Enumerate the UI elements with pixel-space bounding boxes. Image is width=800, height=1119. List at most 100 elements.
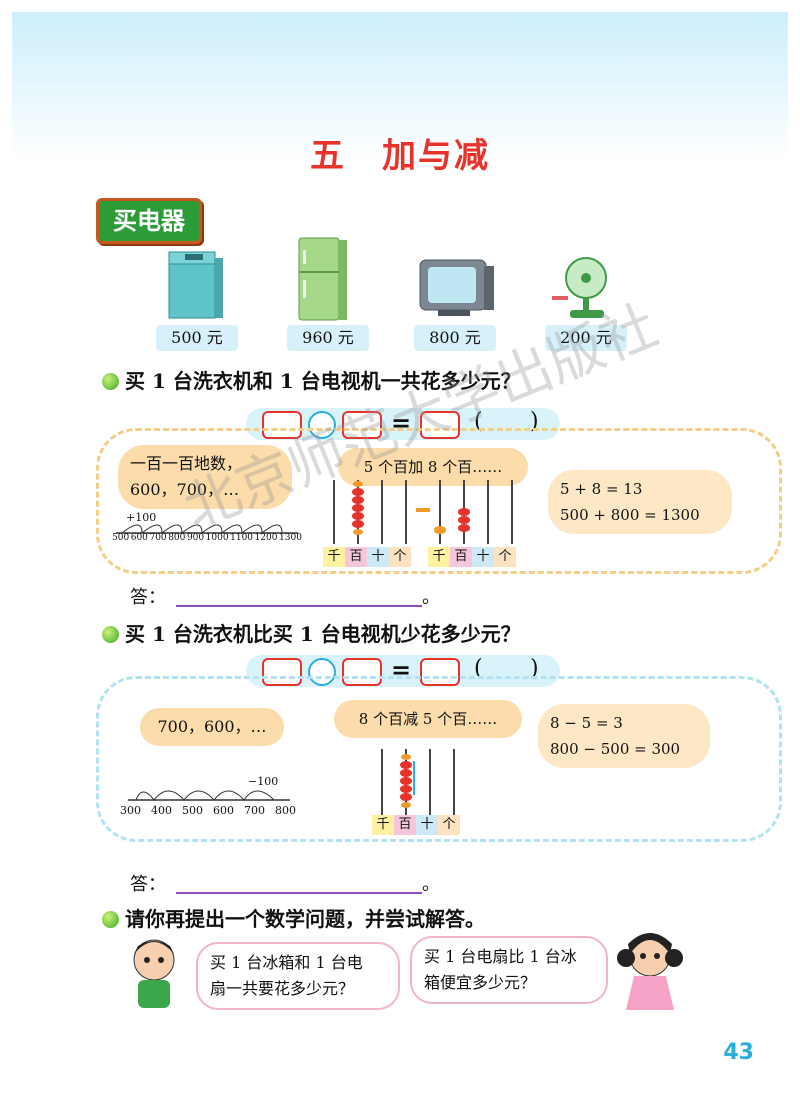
step-label: +100	[126, 511, 157, 524]
unit-paren-close: )	[530, 409, 539, 434]
bubble-line: 扇一共要花多少元？	[210, 979, 355, 998]
place-label: 个	[389, 547, 411, 567]
place-label: 十	[416, 815, 438, 835]
equation-blank-1[interactable]	[262, 658, 302, 686]
bubble-line: 箱便宜多少元？	[424, 973, 537, 992]
tick-label: 500	[182, 804, 203, 817]
place-label: 百	[450, 547, 472, 567]
place-label: 千	[323, 547, 345, 567]
calc-line: 800 − 500 = 300	[550, 740, 681, 758]
price-washing-machine: 500 元	[156, 325, 238, 351]
tick-label: 800	[275, 804, 296, 817]
place-label: 百	[345, 547, 367, 567]
price-television: 800 元	[414, 325, 496, 351]
thought-cloud-count-by-100: 一百一百地数， 600，700，…	[118, 445, 292, 509]
unit-paren-open: (	[474, 409, 483, 434]
page-number: 43	[723, 1040, 754, 1065]
period: 。	[422, 587, 440, 608]
tick-label: 900	[186, 533, 205, 543]
operator-blank-1[interactable]	[308, 411, 336, 439]
girl-character-icon	[617, 933, 683, 1010]
tick-label: 800	[168, 533, 186, 543]
tick-label: 1200	[254, 533, 278, 543]
question-3-text: 请你再提出一个数学问题，并尝试解答。	[125, 907, 485, 931]
answer-input-2[interactable]	[176, 892, 422, 894]
place-label: 千	[372, 815, 394, 835]
place-label: 百	[394, 815, 416, 835]
refrigerator-icon	[298, 237, 347, 321]
answer-label: 答：	[130, 874, 166, 895]
equation-blank-1[interactable]	[262, 411, 302, 439]
header-band	[12, 12, 788, 162]
abacus-2-places: 千百十个	[372, 813, 460, 835]
washing-machine-icon	[168, 251, 223, 319]
method-frame-1	[96, 428, 782, 574]
question-2: 买 1 台洗衣机比买 1 台电视机少花多少元？	[102, 618, 521, 647]
thought-cloud-count-down: 700，600，…	[140, 708, 284, 746]
bubble-line: 买 1 台冰箱和 1 台电	[210, 953, 363, 972]
abacus-1-places-left: 千百十个	[323, 545, 411, 567]
question-3: 请你再提出一个数学问题，并尝试解答。	[102, 903, 485, 932]
television-icon	[419, 259, 494, 316]
answer-input-1[interactable]	[176, 605, 422, 607]
price-fan: 200 元	[545, 325, 627, 351]
equation-blank-2[interactable]	[342, 411, 382, 439]
thought-cloud-add-hundreds: 5 个百加 8 个百……	[338, 448, 528, 486]
calculation-cloud-2: 8 − 5 = 3 800 − 500 = 300	[538, 704, 710, 768]
page-title: 五 加与减	[310, 136, 490, 176]
question-1: 买 1 台洗衣机和 1 台电视机一共花多少元？	[102, 365, 521, 394]
cloud-text-line: 600，700，…	[130, 480, 240, 499]
bullet-icon	[102, 626, 119, 643]
tick-label: 1300	[279, 533, 302, 543]
step-label: −100	[248, 775, 279, 788]
number-line-2-labels: 300 400 500 600 700 800	[120, 804, 296, 817]
unit-paren-close: )	[530, 656, 539, 681]
answer-line-2: 答： 。	[130, 870, 440, 896]
abacus-1	[333, 480, 513, 544]
calculation-cloud-1: 5 + 8 = 13 500 + 800 = 1300	[548, 470, 732, 534]
period: 。	[422, 874, 440, 895]
tick-label: 400	[151, 804, 172, 817]
equation-blank-2[interactable]	[342, 658, 382, 686]
bubble-line: 买 1 台电扇比 1 台冰	[424, 947, 577, 966]
tick-label: 500	[112, 533, 130, 543]
boy-character-icon	[133, 939, 175, 1008]
tick-label: 1000	[205, 533, 229, 543]
cloud-text-line: 一百一百地数，	[130, 454, 243, 473]
number-line-2	[128, 790, 290, 801]
calc-line: 8 − 5 = 3	[550, 714, 623, 732]
place-label: 千	[428, 547, 450, 567]
answer-label: 答：	[130, 587, 166, 608]
operator-blank-2[interactable]	[308, 658, 336, 686]
number-line-1	[116, 524, 298, 535]
price-refrigerator: 960 元	[287, 325, 369, 351]
calc-line: 500 + 800 = 1300	[560, 506, 700, 524]
bullet-icon	[102, 373, 119, 390]
answer-line-1: 答： 。	[130, 583, 440, 609]
abacus-2	[381, 749, 455, 815]
place-label: 个	[438, 815, 460, 835]
equation-result-blank[interactable]	[420, 658, 460, 686]
tick-label: 600	[130, 533, 148, 543]
tick-label: 700	[149, 533, 167, 543]
thought-cloud-subtract-hundreds: 8 个百减 5 个百……	[334, 700, 522, 738]
tick-label: 300	[120, 804, 141, 817]
calc-line: 5 + 8 = 13	[560, 480, 643, 498]
unit-paren-open: (	[474, 656, 483, 681]
place-label: 十	[367, 547, 389, 567]
place-label: 十	[472, 547, 494, 567]
place-label: 个	[494, 547, 516, 567]
question-1-text: 买 1 台洗衣机和 1 台电视机一共花多少元？	[125, 369, 521, 393]
question-2-text: 买 1 台洗衣机比买 1 台电视机少花多少元？	[125, 622, 521, 646]
girl-speech-bubble: 买 1 台电扇比 1 台冰 箱便宜多少元？	[410, 936, 608, 1004]
tick-label: 700	[244, 804, 265, 817]
electric-fan-icon	[552, 257, 607, 318]
equation-bar-1: = ( )	[246, 408, 560, 440]
bullet-icon	[102, 911, 119, 928]
abacus-1-places-right: 千百十个	[428, 545, 516, 567]
boy-speech-bubble: 买 1 台冰箱和 1 台电 扇一共要花多少元？	[196, 942, 400, 1010]
equation-result-blank[interactable]	[420, 411, 460, 439]
method-frame-2	[96, 676, 782, 842]
tick-label: 1100	[230, 533, 254, 543]
section-tag: 买电器	[96, 198, 202, 244]
